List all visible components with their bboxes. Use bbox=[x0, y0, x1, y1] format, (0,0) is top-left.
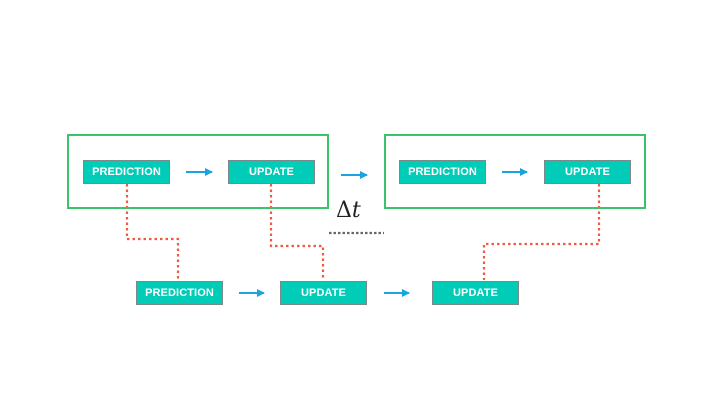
link-top-prediction-to-bottom-prediction bbox=[125, 184, 180, 280]
link-right-update-to-bottom-update bbox=[482, 184, 601, 280]
top-right-update-node: UPDATE bbox=[544, 160, 631, 184]
time-variable: t bbox=[351, 198, 361, 223]
bottom-update-node-2: UPDATE bbox=[432, 281, 519, 305]
top-left-update-node: UPDATE bbox=[228, 160, 315, 184]
bottom-prediction-node: PREDICTION bbox=[136, 281, 223, 305]
delta-symbol: Δ bbox=[336, 198, 352, 223]
top-right-prediction-node: PREDICTION bbox=[399, 160, 486, 184]
bottom-update-node-1: UPDATE bbox=[280, 281, 367, 305]
delta-t-label: Δt bbox=[336, 198, 361, 223]
top-left-prediction-node: PREDICTION bbox=[83, 160, 170, 184]
top-right-group-frame bbox=[384, 134, 646, 209]
top-left-group-frame bbox=[67, 134, 329, 209]
link-top-update-to-bottom-update bbox=[269, 184, 325, 280]
